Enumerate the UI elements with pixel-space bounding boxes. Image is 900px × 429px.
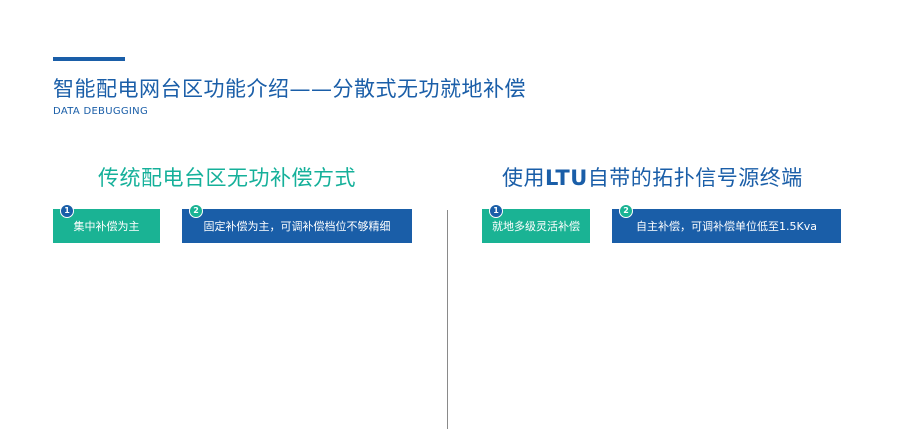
- left-item-2-text: 固定补偿为主，可调补偿档位不够精细: [203, 220, 391, 233]
- right-item-2-box: 2 自主补偿，可调补偿单位低至1.5Kva: [612, 204, 841, 243]
- title-accent-bar: [53, 57, 125, 61]
- left-item-2-box: 2 固定补偿为主，可调补偿档位不够精细: [182, 204, 412, 243]
- right-heading-suffix: 自带的拓扑信号源终端: [587, 166, 803, 190]
- right-item-1-box: 1 就地多级灵活补偿: [482, 204, 590, 243]
- left-item-1-text: 集中补偿为主: [73, 220, 140, 233]
- page-title: 智能配电网台区功能介绍——分散式无功就地补偿: [53, 77, 526, 101]
- left-section-heading: 传统配电台区无功补偿方式: [98, 166, 356, 190]
- right-heading-prefix: 使用: [502, 166, 545, 190]
- section-divider: [447, 210, 448, 429]
- right-section-heading: 使用LTU自带的拓扑信号源终端: [502, 162, 803, 192]
- right-item-1-number-badge: 1: [489, 204, 503, 218]
- left-item-2-number-badge: 2: [189, 204, 203, 218]
- right-item-2-number-badge: 2: [619, 204, 633, 218]
- right-item-2-text: 自主补偿，可调补偿单位低至1.5Kva: [636, 220, 817, 233]
- left-item-1-number-badge: 1: [60, 204, 74, 218]
- right-heading-ltu: LTU: [545, 166, 588, 190]
- right-item-1-text: 就地多级灵活补偿: [492, 220, 580, 233]
- left-item-1-box: 1 集中补偿为主: [53, 204, 160, 243]
- page-subtitle: DATA DEBUGGING: [53, 106, 149, 117]
